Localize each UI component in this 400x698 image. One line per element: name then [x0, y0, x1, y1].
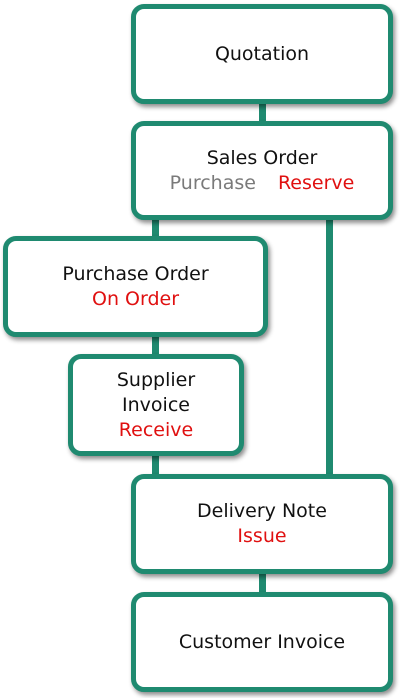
- node-supplier-invoice-title-line1: Supplier: [116, 368, 196, 391]
- node-purchase-order-status: On Order: [91, 287, 180, 310]
- node-delivery-note: Delivery Note Issue: [131, 474, 393, 574]
- connector-sales-order-purchase-order: [152, 215, 159, 241]
- node-purchase-order-title: Purchase Order: [62, 262, 209, 285]
- node-customer-invoice-title: Customer Invoice: [178, 630, 346, 653]
- node-sales-order-status-purchase: Purchase: [169, 171, 256, 194]
- node-delivery-note-title: Delivery Note: [197, 500, 327, 522]
- node-quotation: Quotation: [131, 4, 393, 104]
- node-purchase-order: Purchase Order On Order: [3, 236, 268, 337]
- node-sales-order-title: Sales Order: [206, 146, 318, 169]
- connector-delivery-note-customer-invoice: [259, 570, 266, 597]
- node-supplier-invoice-title-line2: Invoice: [122, 393, 190, 416]
- node-sales-order-status-row: Purchase Reserve: [170, 171, 355, 196]
- connector-sales-order-delivery-note: [326, 215, 333, 479]
- connector-purchase-order-supplier-invoice: [152, 334, 159, 358]
- node-supplier-invoice: Supplier Invoice Receive: [68, 354, 244, 456]
- node-customer-invoice: Customer Invoice: [131, 592, 393, 692]
- connector-supplier-invoice-delivery-note: [152, 452, 159, 479]
- node-sales-order: Sales Order Purchase Reserve: [131, 121, 393, 220]
- node-quotation-title: Quotation: [214, 42, 310, 65]
- node-sales-order-status-reserve: Reserve: [277, 171, 355, 194]
- node-supplier-invoice-status: Receive: [118, 418, 194, 441]
- connector-quotation-sales-order: [259, 100, 266, 126]
- node-delivery-note-status: Issue: [237, 525, 287, 547]
